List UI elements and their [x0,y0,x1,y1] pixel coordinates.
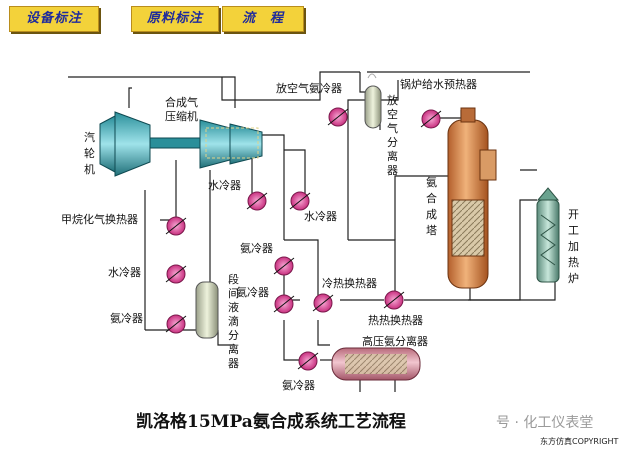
copyright: 东方仿真COPYRIGHT [540,436,619,446]
label-vent-sep-4: 分 [387,136,398,149]
label-tower-3: 成 [426,208,437,221]
tab-material-label[interactable]: 原料标注 [131,6,219,32]
label-cold-hot-exchanger: 冷热换热器 [322,276,377,290]
label-heater-2: 工 [568,224,579,237]
tab-equipment-label[interactable]: 设备标注 [9,6,99,32]
watermark: 号 · 化工仪表堂 [496,415,593,431]
equipment-labels: 汽 轮 机 合成气 压缩机 放空气氨冷器 放 空 气 分 离 器 锅炉给水预热器… [61,78,579,392]
exchanger-hot-hot[interactable] [383,290,405,310]
label-heater-4: 热 [568,256,579,269]
label-vent-sep-1: 放 [387,93,398,107]
label-stage-sep-6: 离 [228,342,239,356]
startup-heater[interactable] [536,187,560,283]
label-stage-sep-3: 液 [228,300,239,314]
label-compressor-2: 压缩机 [165,109,198,123]
cooler-water-1[interactable] [246,191,268,211]
cooler-vent-ammonia[interactable] [327,107,349,127]
ammonia-synthesis-tower[interactable] [447,107,497,289]
cooler-ammonia-3[interactable] [297,351,319,371]
label-vent-sep-6: 器 [387,164,398,177]
label-heater-3: 加 [568,240,579,253]
interstage-droplet-separator[interactable] [195,281,219,339]
label-stage-sep-1: 段 [228,272,239,286]
steam-turbine[interactable] [99,111,206,177]
label-vent-sep-2: 空 [387,107,398,121]
cooler-methanation-exchanger[interactable] [165,216,187,236]
label-vent-cooler: 放空气氨冷器 [276,81,342,95]
label-water-cooler-2: 水冷器 [304,210,337,223]
label-tower-1: 氨 [426,176,437,189]
label-stage-sep-2: 间 [228,287,239,300]
hp-ammonia-separator[interactable] [331,347,421,381]
compressor-unit[interactable] [199,119,263,169]
label-compressor-1: 合成气 [165,95,198,109]
label-stage-sep-4: 滴 [228,314,239,328]
cooler-ammonia-2[interactable] [273,294,295,314]
label-turbine-3: 机 [84,162,95,176]
label-stage-sep-7: 器 [228,357,239,370]
vent-separator-vessel[interactable] [364,73,382,129]
label-hp-separator: 高压氨分离器 [362,334,428,348]
label-boiler-preheater: 锅炉给水预热器 [400,78,477,91]
label-methanation-exchanger: 甲烷化气换热器 [61,212,138,226]
label-turbine-1: 汽 [84,130,95,144]
label-ammonia-cooler-left: 氨冷器 [110,312,143,325]
label-water-cooler-3: 水冷器 [108,266,141,279]
cooler-water-2[interactable] [289,191,311,211]
diagram-title: 凯洛格15MPa氨合成系统工艺流程 [136,411,406,432]
label-ammonia-cooler-3: 氨冷器 [282,379,315,392]
label-vent-sep-3: 气 [387,121,398,135]
cooler-ammonia-left[interactable] [165,314,187,334]
label-ammonia-cooler-1: 氨冷器 [240,242,273,255]
label-ammonia-cooler-2: 氨冷器 [236,286,269,299]
label-tower-4: 塔 [426,224,437,237]
label-turbine-2: 轮 [84,146,95,160]
label-tower-2: 合 [426,191,437,205]
label-hot-hot-exchanger: 热热换热器 [368,313,423,327]
tab-process-flow[interactable]: 流 程 [222,6,304,32]
cooler-ammonia-1[interactable] [273,256,295,276]
cooler-water-3[interactable] [165,264,187,284]
label-water-cooler-1: 水冷器 [208,179,241,192]
label-heater-5: 炉 [568,272,579,285]
label-vent-sep-5: 离 [387,149,398,163]
exchanger-cold-hot[interactable] [312,293,334,313]
preheater-boiler-water[interactable] [420,109,442,129]
label-stage-sep-5: 分 [228,329,239,342]
label-heater-1: 开 [568,208,579,221]
